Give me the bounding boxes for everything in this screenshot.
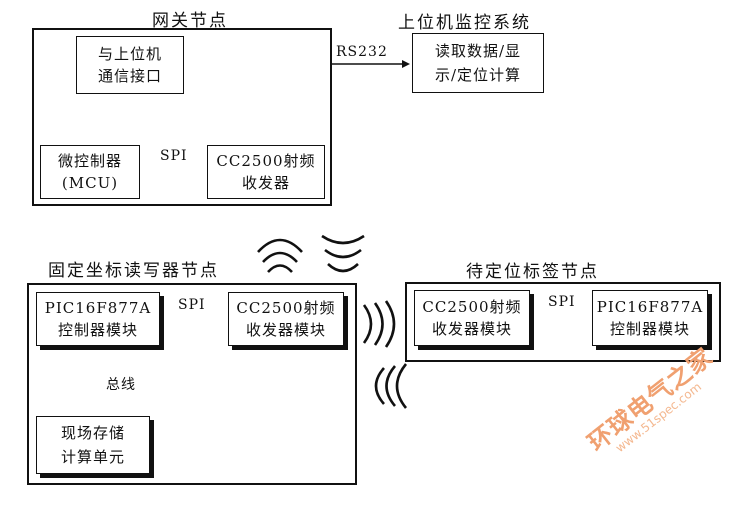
tag-rf-line2: 收发器模块	[431, 320, 512, 338]
gateway-spi-label: SPI	[160, 148, 188, 164]
gateway-rf-line2: 收发器	[241, 174, 290, 192]
gateway-rf-line1: CC2500射频	[216, 152, 316, 170]
radio-wave-down-icon	[321, 234, 365, 273]
host-box-line2: 示/定位计算	[434, 66, 522, 84]
tag-pic-box: PIC16F877A 控制器模块	[592, 290, 708, 346]
host-box: 读取数据/显 示/定位计算	[412, 33, 544, 93]
gateway-comm-line1: 与上位机	[97, 45, 162, 63]
reader-store-line1: 现场存储	[60, 424, 125, 442]
radio-wave-left-icon	[374, 363, 408, 409]
tag-title: 待定位标签节点	[466, 262, 599, 282]
reader-spi-label: SPI	[178, 297, 206, 313]
reader-pic-line2: 控制器模块	[57, 321, 138, 339]
gateway-comm-line2: 通信接口	[97, 67, 162, 85]
gateway-comm-box: 与上位机 通信接口	[76, 36, 184, 94]
tag-rf-line1: CC2500射频	[422, 298, 522, 316]
radio-wave-up-icon	[257, 238, 303, 273]
reader-pic-line1: PIC16F877A	[44, 299, 152, 317]
reader-rf-box: CC2500射频 收发器模块	[228, 292, 344, 346]
reader-rf-line1: CC2500射频	[236, 299, 336, 317]
tag-pic-line2: 控制器模块	[609, 320, 690, 338]
rs232-label: RS232	[336, 44, 388, 60]
gateway-mcu-line2: (MCU)	[61, 174, 119, 192]
host-title: 上位机监控系统	[398, 13, 531, 33]
tag-spi-label: SPI	[548, 294, 576, 310]
radio-wave-right-icon	[362, 300, 396, 348]
reader-rf-line2: 收发器模块	[245, 321, 326, 339]
gateway-mcu-line1: 微控制器	[57, 152, 122, 170]
reader-bus-label: 总线	[106, 377, 136, 393]
reader-store-box: 现场存储 计算单元	[36, 416, 150, 474]
tag-rf-box: CC2500射频 收发器模块	[414, 290, 530, 346]
gateway-title: 网关节点	[152, 11, 228, 31]
gateway-rf-box: CC2500射频 收发器	[207, 145, 325, 199]
gateway-mcu-box: 微控制器 (MCU)	[40, 145, 140, 199]
tag-pic-line1: PIC16F877A	[596, 298, 704, 316]
reader-pic-box: PIC16F877A 控制器模块	[36, 292, 160, 346]
reader-title: 固定坐标读写器节点	[48, 261, 219, 281]
reader-store-line2: 计算单元	[60, 448, 125, 466]
host-box-line1: 读取数据/显	[434, 42, 522, 60]
